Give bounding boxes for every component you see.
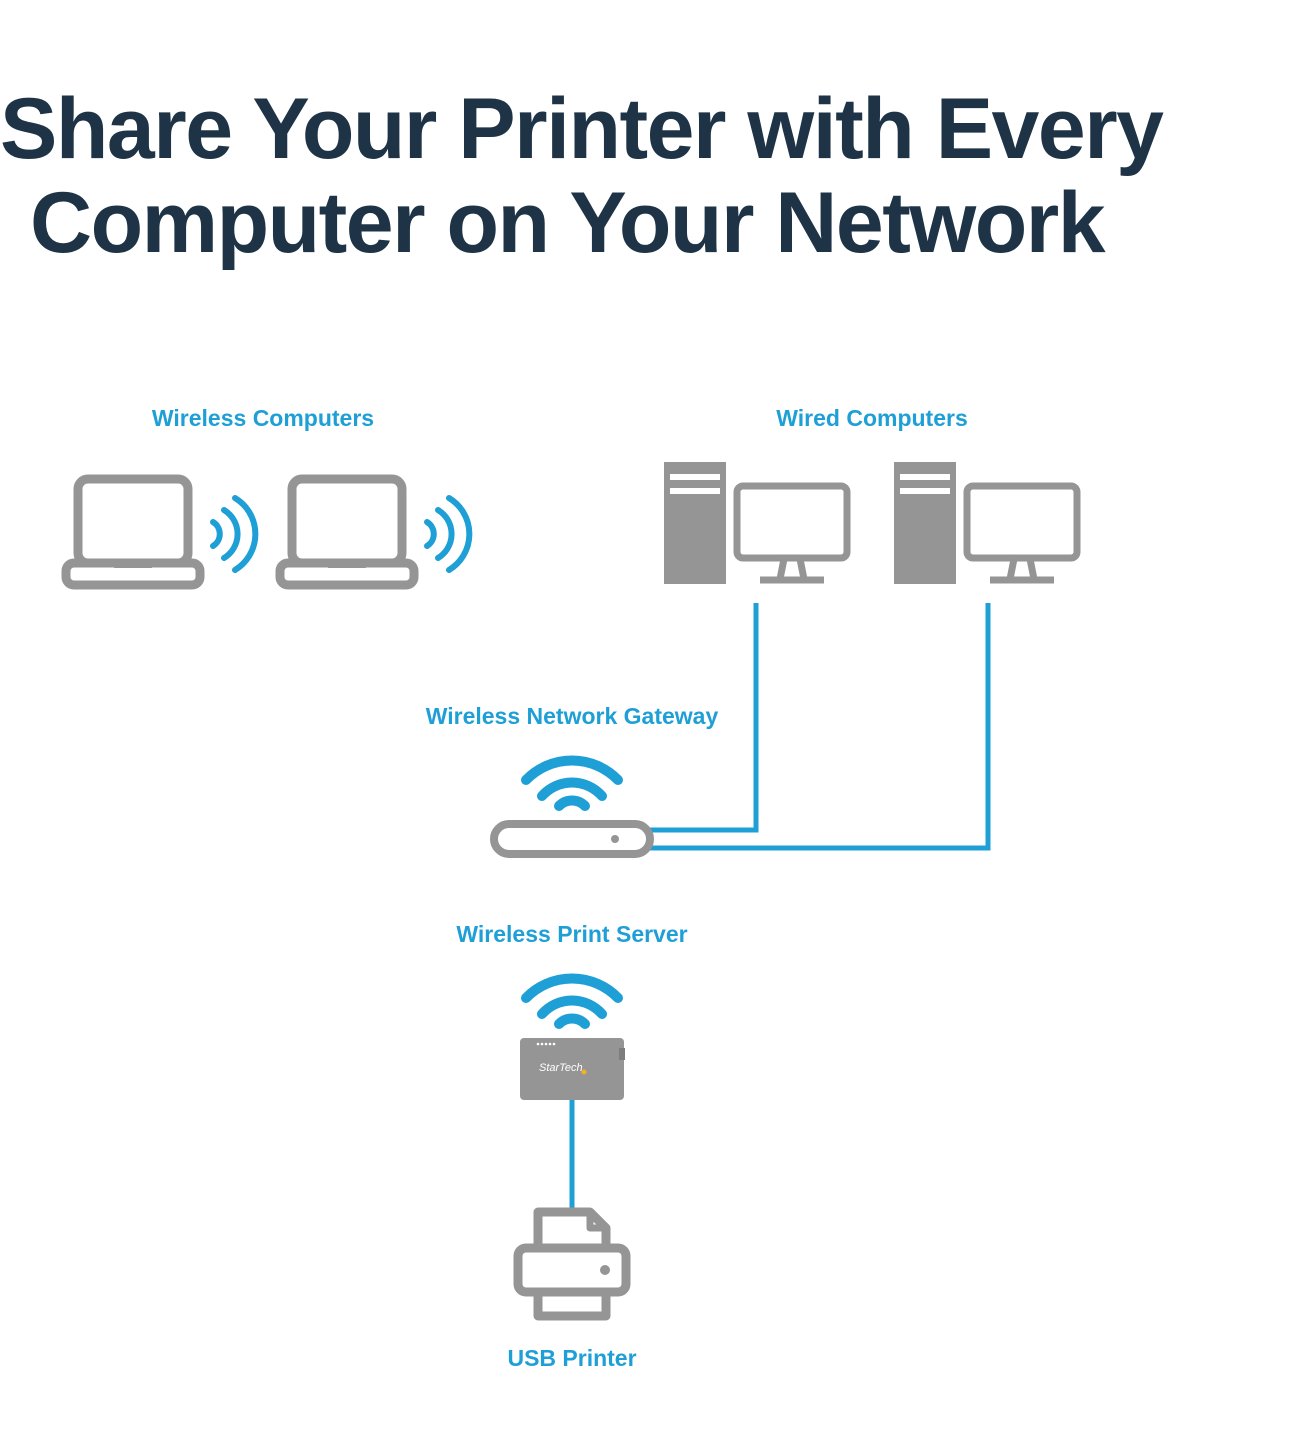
wifi-signal-icon [210, 495, 259, 573]
printer-status-light [600, 1265, 610, 1275]
label-print-server: Wireless Print Server [456, 921, 688, 947]
printer-icon [513, 1207, 631, 1321]
desktop-tower-icon [664, 462, 726, 584]
page-title: Share Your Printer with Every Computer o… [0, 82, 1200, 270]
print-server-icon: StarTech [520, 1038, 625, 1100]
label-network-gateway: Wireless Network Gateway [425, 703, 719, 729]
label-wired-computers: Wired Computers [776, 405, 968, 431]
label-wireless-computers: Wireless Computers [151, 405, 375, 431]
device-brand-label: StarTech [539, 1062, 583, 1074]
monitor-icon [733, 482, 851, 584]
label-usb-printer: USB Printer [507, 1345, 637, 1371]
laptop-icon [275, 474, 419, 590]
router-icon [490, 820, 654, 858]
page-title-line-2: Computer on Your Network [30, 175, 1106, 271]
wifi-signal-icon [424, 495, 473, 573]
page-title-line-1: Share Your Printer with Every [0, 81, 1164, 177]
wifi-signal-icon [521, 973, 623, 1029]
desktop-tower-icon [894, 462, 956, 584]
network-cables [569, 603, 991, 1208]
laptop-icon [61, 474, 205, 590]
monitor-icon [963, 482, 1081, 584]
cable-wired-computer-2 [648, 603, 991, 851]
wifi-signal-icon [521, 755, 623, 811]
cable-wired-computer-1 [648, 603, 759, 833]
